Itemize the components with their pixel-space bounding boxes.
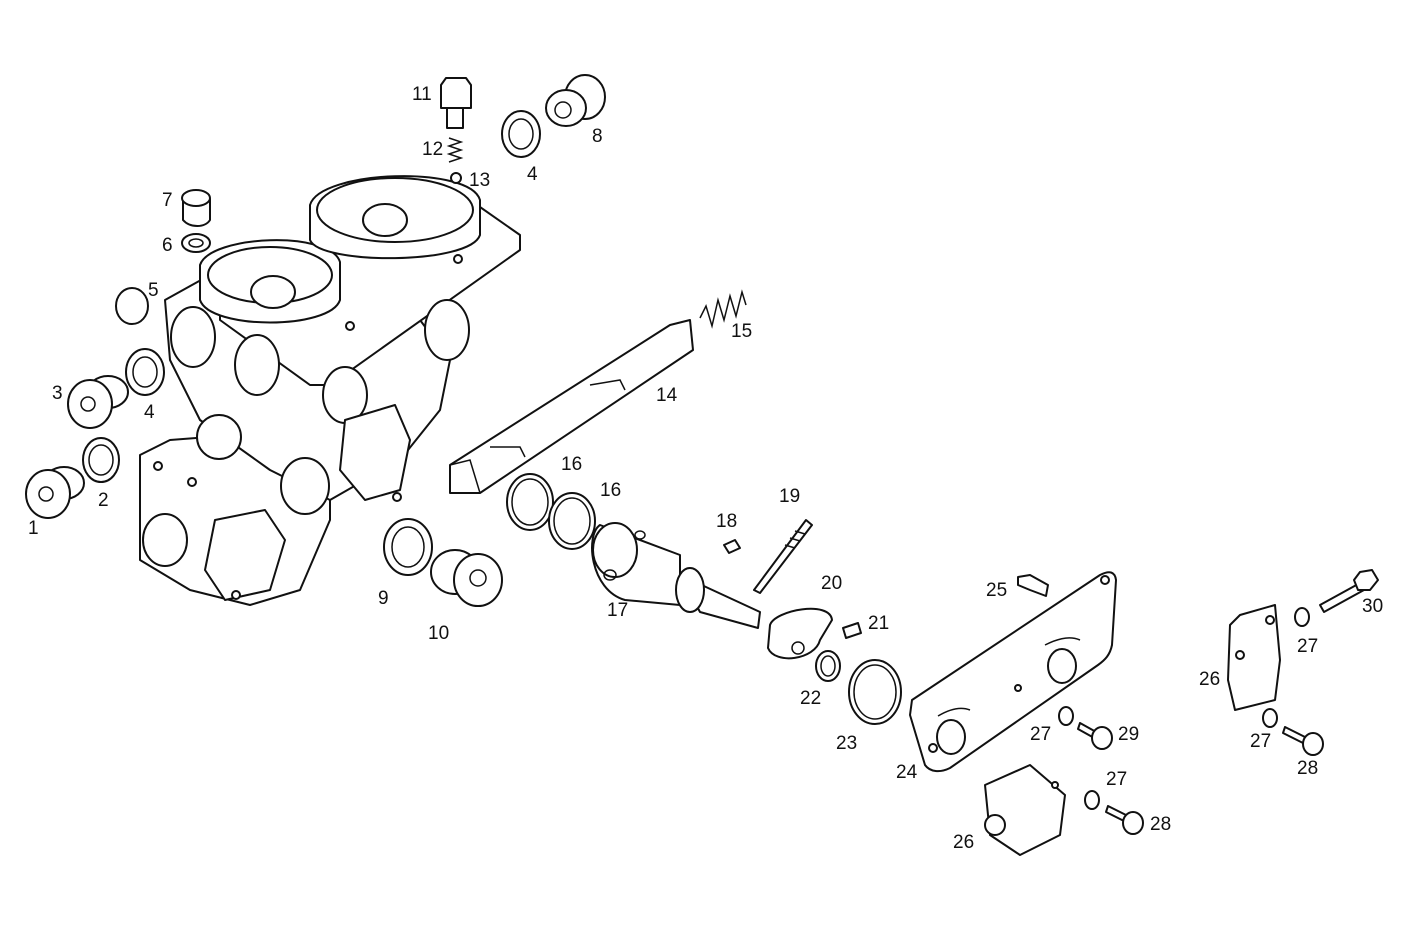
callout-9: 9 — [378, 588, 389, 609]
bolt-29 — [1077, 722, 1113, 750]
callout-4-top: 4 — [527, 164, 538, 185]
callout-3: 3 — [52, 383, 63, 404]
callout-11: 11 — [412, 84, 432, 105]
callout-15: 15 — [731, 321, 752, 342]
callout-29: 29 — [1118, 724, 1139, 745]
callout-18: 18 — [716, 511, 737, 532]
callout-23: 23 — [836, 733, 857, 754]
cap-5 — [115, 287, 149, 325]
seal-ring-2 — [82, 437, 120, 483]
callout-27-b: 27 — [1106, 769, 1127, 790]
callout-24: 24 — [896, 762, 918, 783]
callout-27-a: 27 — [1030, 724, 1051, 745]
cover-plate-24 — [909, 571, 1117, 773]
callout-22: 22 — [800, 688, 821, 709]
selector-shaft-17 — [591, 522, 761, 629]
callout-27-c: 27 — [1297, 636, 1318, 657]
plug-10 — [430, 549, 503, 607]
callout-27-d: 27 — [1250, 731, 1271, 752]
callout-19: 19 — [779, 486, 800, 507]
bolt-11 — [440, 77, 472, 129]
bolt-28-bottom — [1105, 805, 1144, 835]
callout-labels: 1 2 3 4 4 5 6 7 8 9 10 11 12 13 14 15 16… — [28, 84, 1383, 853]
circlip-22 — [815, 650, 841, 682]
washer-27-c — [1294, 607, 1310, 627]
end-cover-26-bottom — [984, 764, 1066, 856]
callout-2: 2 — [98, 490, 109, 511]
seal-ring-4-top — [501, 110, 541, 158]
snap-ring-23 — [848, 659, 902, 725]
callout-13: 13 — [469, 170, 490, 191]
spring-12 — [446, 137, 464, 163]
callout-1: 1 — [28, 518, 39, 539]
callout-25: 25 — [986, 580, 1007, 601]
callout-21: 21 — [868, 613, 889, 634]
seal-ring-9 — [383, 518, 433, 576]
pin-18 — [723, 539, 741, 554]
callout-17: 17 — [607, 600, 628, 621]
fitting-25 — [1017, 574, 1049, 597]
valve-housing — [139, 175, 521, 606]
callout-16-b: 16 — [600, 480, 621, 501]
callout-12: 12 — [422, 139, 443, 160]
o-ring-16-b — [548, 492, 596, 550]
plug-3 — [67, 375, 129, 429]
washer-27-a — [1058, 706, 1074, 726]
spool-14 — [449, 319, 694, 494]
callout-16-a: 16 — [561, 454, 582, 475]
bolt-30 — [1319, 569, 1379, 613]
o-ring-13 — [450, 172, 462, 184]
callout-7: 7 — [162, 190, 173, 211]
callout-30: 30 — [1362, 596, 1383, 617]
callout-4-left: 4 — [144, 402, 155, 423]
callout-28-right: 28 — [1297, 758, 1318, 779]
screw-19 — [753, 519, 813, 594]
end-cover-26-right — [1227, 604, 1281, 711]
washer-27-b — [1084, 790, 1100, 810]
bolt-28-right — [1282, 726, 1324, 756]
spring-15 — [699, 289, 747, 329]
callout-20: 20 — [821, 573, 842, 594]
seal-ring-4-left — [125, 348, 165, 396]
washer-27-d — [1262, 708, 1278, 728]
callout-28-bottom: 28 — [1150, 814, 1171, 835]
callout-10: 10 — [428, 623, 449, 644]
plug-8 — [545, 74, 606, 127]
callout-8: 8 — [592, 126, 603, 147]
pin-21 — [842, 622, 862, 639]
plug-1 — [25, 466, 85, 519]
lever-20 — [767, 607, 833, 660]
callout-26-right: 26 — [1199, 669, 1220, 690]
washer-6 — [181, 233, 211, 253]
callout-5: 5 — [148, 280, 159, 301]
plug-7 — [181, 189, 211, 227]
o-ring-16-a — [506, 473, 554, 531]
callout-14: 14 — [656, 385, 678, 406]
callout-26-bottom: 26 — [953, 832, 974, 853]
callout-6: 6 — [162, 235, 173, 256]
